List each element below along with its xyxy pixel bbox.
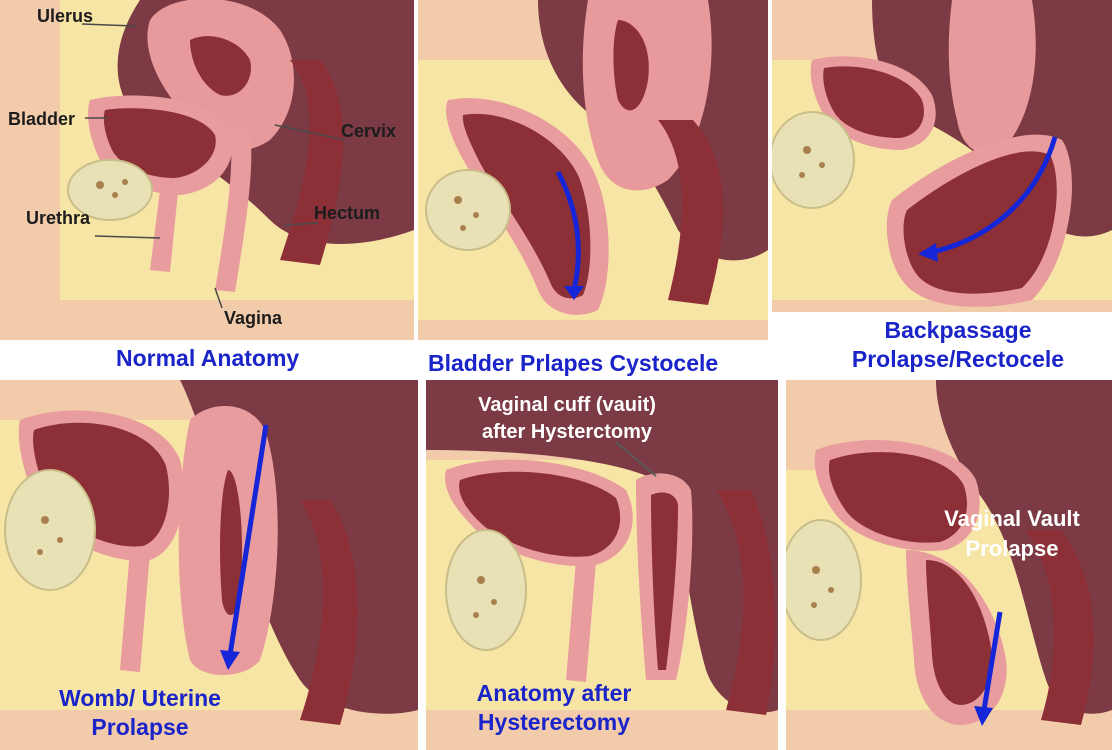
- uterine-prolapse-illustration: [0, 380, 418, 750]
- label-vault-line1: Vaginal Vault: [944, 506, 1080, 531]
- title-uterine-line2: Prolapse: [91, 714, 189, 740]
- panel-hysterectomy: [426, 380, 778, 750]
- title-hysterectomy-line2: Hysterectomy: [477, 709, 631, 735]
- label-rectum: Hectum: [314, 203, 381, 223]
- label-vaginal-cuff-line1: Vaginal cuff (vauit): [478, 394, 656, 416]
- label-vaginal-cuff: Vaginal cuff (vauit) after Hysterctomy: [452, 392, 682, 446]
- title-normal-anatomy: Normal Anatomy: [116, 345, 300, 371]
- label-vagina: Vagina: [224, 308, 283, 328]
- panel-normal-anatomy: [0, 0, 414, 340]
- hysterectomy-illustration: [426, 380, 778, 750]
- cystocele-illustration: [418, 0, 768, 340]
- panel-vault-prolapse: [786, 380, 1112, 750]
- panel-cystocele: [418, 0, 768, 340]
- normal-anatomy-illustration: [0, 0, 414, 340]
- label-vault-line2: Prolapse: [965, 536, 1059, 561]
- label-urethra: Urethra: [26, 208, 91, 228]
- title-uterine-prolapse: Womb/ Uterine Prolapse: [40, 684, 240, 742]
- label-vault-prolapse: Vaginal Vault Prolapse: [912, 504, 1112, 564]
- title-rectocele: Backpassage Prolapse/Rectocele: [830, 316, 1086, 374]
- label-cervix: Cervix: [341, 121, 397, 141]
- vault-prolapse-illustration: [786, 380, 1112, 750]
- label-vaginal-cuff-line2: after Hysterctomy: [481, 421, 653, 443]
- rectocele-illustration: [772, 0, 1112, 312]
- title-rectocele-line1: Backpassage: [884, 317, 1032, 343]
- label-bladder: Bladder: [8, 109, 76, 129]
- title-hysterectomy-line1: Anatomy after: [476, 680, 632, 706]
- title-cystocele: Bladder Prlapes Cystocele: [428, 350, 719, 376]
- label-uterus: Ulerus: [37, 6, 94, 26]
- title-hysterectomy: Anatomy after Hysterectomy: [454, 679, 654, 737]
- title-rectocele-line2: Prolapse/Rectocele: [851, 346, 1065, 372]
- title-uterine-line1: Womb/ Uterine: [59, 685, 221, 711]
- panel-rectocele: [772, 0, 1112, 312]
- panel-uterine-prolapse: [0, 380, 418, 750]
